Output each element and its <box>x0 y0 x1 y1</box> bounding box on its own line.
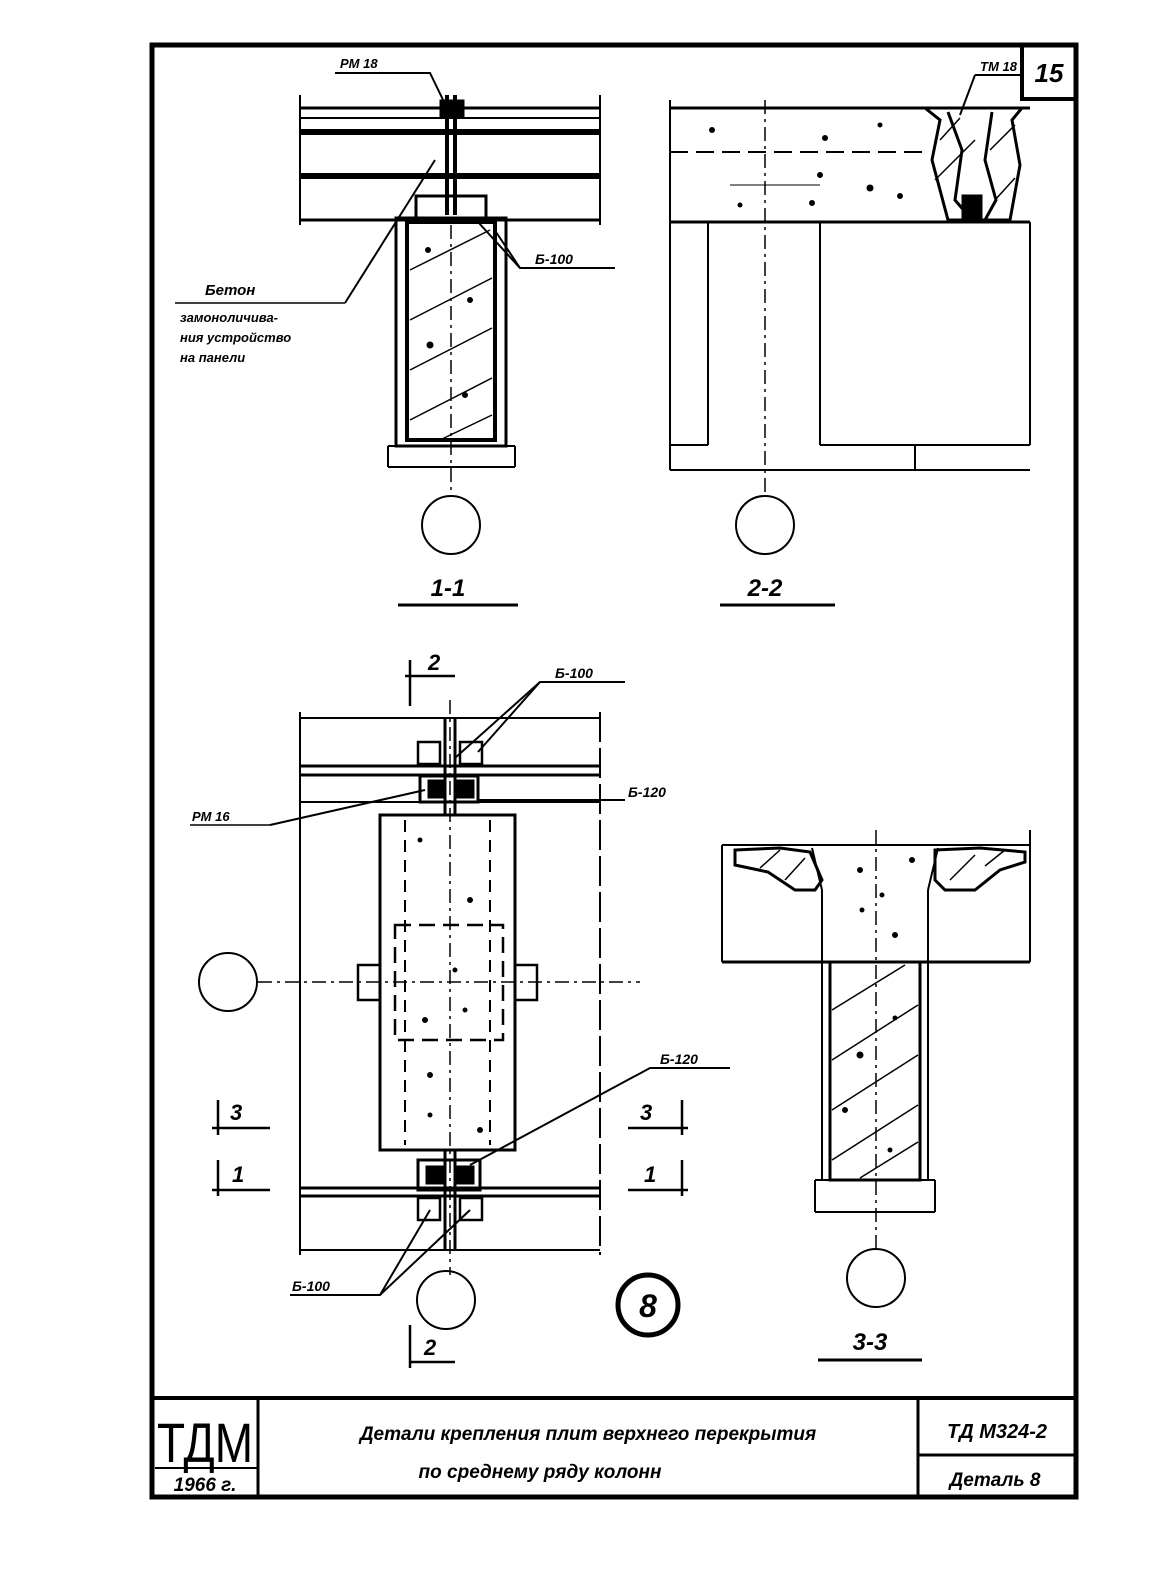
plan-view <box>190 660 730 1368</box>
title-block <box>152 1396 1076 1497</box>
section-1-1-concrete-line1: Бетон <box>205 282 255 299</box>
title-block-code: ТД М324-2 <box>947 1421 1047 1443</box>
plan-plate-top-label: Б-120 <box>628 784 666 800</box>
section-1-1-concrete-line3: ния устройство <box>180 330 291 345</box>
section-1-1-weld-label: РМ 18 <box>340 56 378 71</box>
plan-cut-right-3: 3 <box>640 1100 652 1125</box>
title-block-title-line2: по среднему ряду колонн <box>419 1462 662 1483</box>
plan-plate-bottom-label: Б-120 <box>660 1051 698 1067</box>
section-2-2 <box>669 74 1031 555</box>
title-block-title-line1: Детали крепления плит верхнего перекрыти… <box>358 1424 816 1445</box>
sheet-number-box: 15 <box>1020 43 1078 101</box>
title-block-detail-label: Деталь 8 <box>948 1470 1041 1491</box>
section-1-1-title: 1-1 <box>431 575 466 602</box>
section-2-2-weld-label: ТМ 18 <box>980 59 1018 74</box>
section-3-3 <box>721 830 1031 1308</box>
section-1-1-concrete-line4: на панели <box>180 350 245 365</box>
section-2-2-title: 2-2 <box>747 575 783 602</box>
section-1-1-plate-label: Б-100 <box>535 251 573 267</box>
plan-bottom-plate-label: Б-100 <box>292 1278 330 1294</box>
section-3-3-title: 3-3 <box>853 1329 888 1356</box>
detail-marker-number: 8 <box>639 1288 657 1324</box>
plan-cut-top-2: 2 <box>427 650 441 675</box>
plan-weld-label: РМ 16 <box>192 809 230 824</box>
plan-top-plate-label: Б-100 <box>555 665 593 681</box>
section-1-1 <box>175 72 615 555</box>
section-1-1-concrete-line2: замоноличива- <box>180 310 278 325</box>
plan-cut-left-1: 1 <box>232 1162 244 1187</box>
plan-cut-right-1: 1 <box>644 1162 656 1187</box>
title-block-year: 1966 г. <box>174 1475 237 1496</box>
sheet-number: 15 <box>1035 58 1064 88</box>
title-block-logo: ТДМ <box>157 1411 253 1474</box>
plan-cut-bottom-2: 2 <box>423 1335 437 1360</box>
plan-cut-left-3: 3 <box>230 1100 242 1125</box>
sheet-frame <box>149 42 1079 1500</box>
